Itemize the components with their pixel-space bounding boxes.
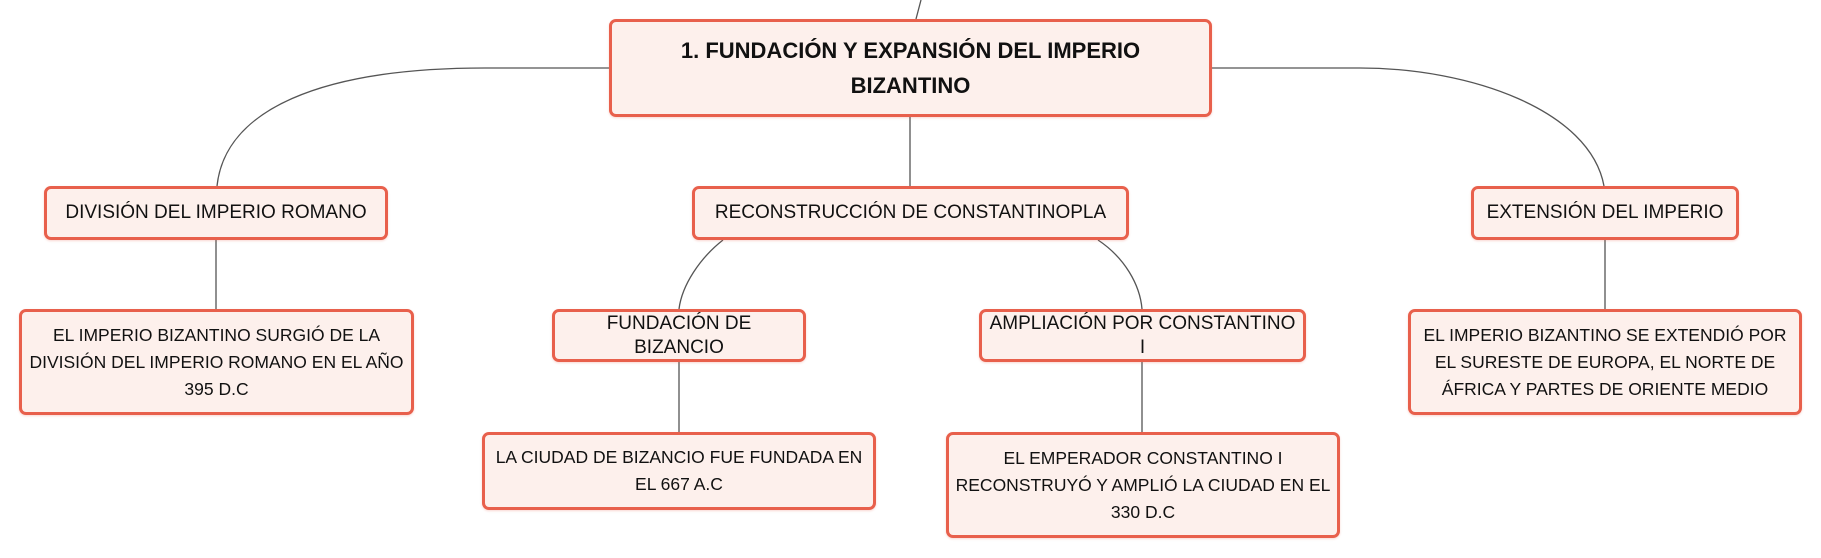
root-node-text: 1. FUNDACIÓN Y EXPANSIÓN DEL IMPERIO BIZ… bbox=[680, 38, 1141, 98]
node-ampliacion-constantino-text: AMPLIACIÓN POR CONSTANTINO I bbox=[989, 312, 1296, 358]
node-fundacion-detail[interactable]: LA CIUDAD DE BIZANCIO FUE FUNDADA EN EL … bbox=[482, 432, 876, 510]
node-extension-detail[interactable]: EL IMPERIO BIZANTINO SE EXTENDIÓ POR EL … bbox=[1408, 309, 1802, 415]
connector-reconstruccion-to-ampliacion bbox=[1097, 239, 1143, 310]
node-reconstruccion-constantinopla-text: RECONSTRUCCIÓN DE CONSTANTINOPLA bbox=[714, 202, 1107, 223]
node-extension-imperio-text: EXTENSIÓN DEL IMPERIO bbox=[1486, 202, 1724, 223]
connector-reconstruccion-to-fundacion bbox=[678, 239, 724, 310]
node-ampliacion-detail[interactable]: EL EMPERADOR CONSTANTINO I RECONSTRUYÓ Y… bbox=[946, 432, 1340, 538]
node-division-detail-text: EL IMPERIO BIZANTINO SURGIÓ DE LA DIVISI… bbox=[29, 324, 404, 399]
node-division-detail[interactable]: EL IMPERIO BIZANTINO SURGIÓ DE LA DIVISI… bbox=[19, 309, 414, 415]
node-division-imperio-romano-text: DIVISIÓN DEL IMPERIO ROMANO bbox=[65, 202, 367, 223]
node-division-imperio-romano[interactable]: DIVISIÓN DEL IMPERIO ROMANO bbox=[44, 186, 388, 240]
node-fundacion-detail-text: LA CIUDAD DE BIZANCIO FUE FUNDADA EN EL … bbox=[495, 447, 863, 494]
node-ampliacion-detail-text: EL EMPERADOR CONSTANTINO I RECONSTRUYÓ Y… bbox=[955, 447, 1331, 522]
root-node[interactable]: 1. FUNDACIÓN Y EXPANSIÓN DEL IMPERIO BIZ… bbox=[609, 19, 1212, 117]
node-fundacion-bizancio[interactable]: FUNDACIÓN DE BIZANCIO bbox=[552, 309, 806, 362]
node-ampliacion-constantino[interactable]: AMPLIACIÓN POR CONSTANTINO I bbox=[979, 309, 1306, 362]
node-fundacion-bizancio-text: FUNDACIÓN DE BIZANCIO bbox=[606, 312, 752, 358]
connector-parent-to-root bbox=[915, 0, 922, 20]
node-extension-imperio[interactable]: EXTENSIÓN DEL IMPERIO bbox=[1471, 186, 1739, 240]
node-extension-detail-text: EL IMPERIO BIZANTINO SE EXTENDIÓ POR EL … bbox=[1423, 324, 1787, 399]
connector-root-to-extension bbox=[1211, 67, 1605, 187]
connector-root-to-division bbox=[216, 67, 609, 187]
node-reconstruccion-constantinopla[interactable]: RECONSTRUCCIÓN DE CONSTANTINOPLA bbox=[692, 186, 1129, 240]
